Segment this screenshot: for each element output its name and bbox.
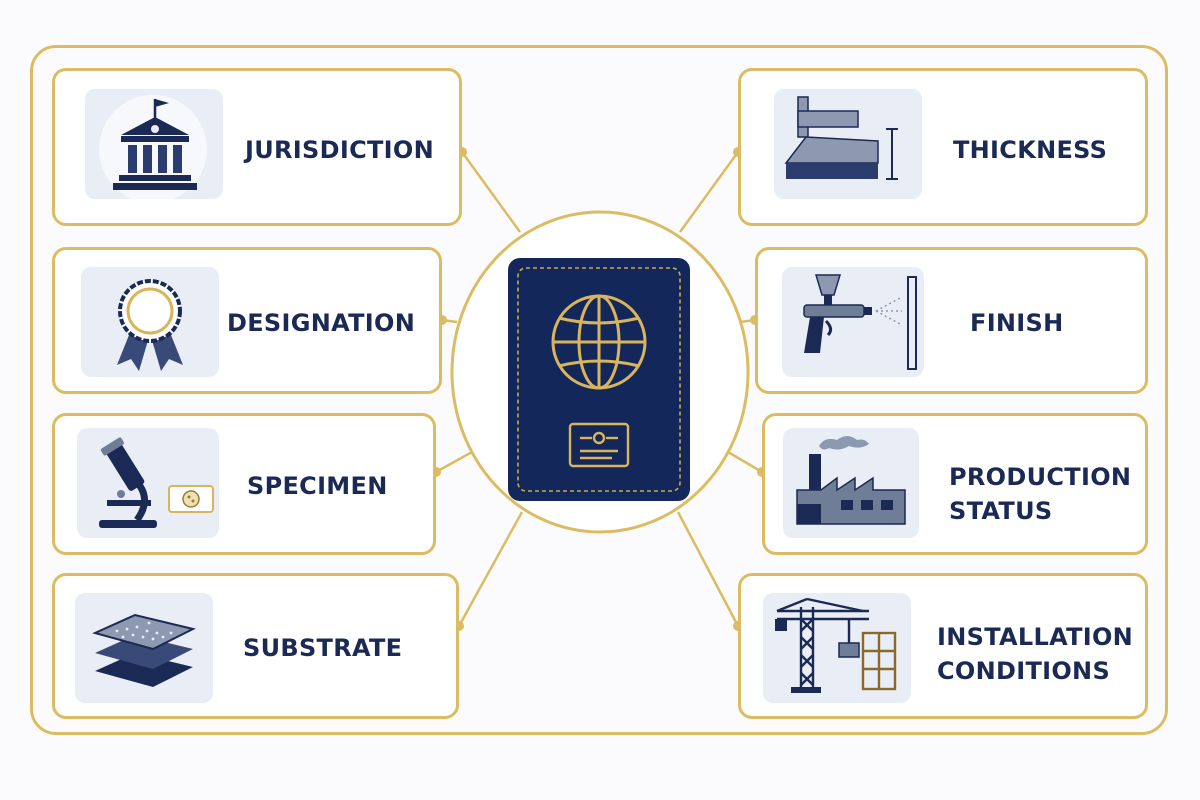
crane-icon (763, 593, 911, 703)
label-jurisdiction: JURISDICTION (245, 136, 434, 164)
card-thickness[interactable]: THICKNESS (738, 68, 1148, 226)
card-production-status[interactable]: PRODUCTION STATUS (762, 413, 1148, 555)
connector-specimen (435, 450, 473, 474)
connector-installation (676, 511, 740, 627)
label-substrate: SUBSTRATE (243, 634, 403, 662)
spray-gun-icon (782, 267, 924, 377)
label-installation-conditions: INSTALLATION CONDITIONS (937, 623, 1134, 685)
card-designation[interactable]: DESIGNATION (52, 247, 442, 394)
label-production-status: PRODUCTION STATUS (949, 463, 1132, 525)
award-ribbon-icon (81, 267, 219, 377)
connector-production-status (727, 450, 763, 474)
connector-substrate (457, 511, 524, 627)
card-specimen[interactable]: SPECIMEN (52, 413, 436, 555)
card-finish[interactable]: FINISH (755, 247, 1148, 394)
connector-jurisdiction (460, 151, 522, 233)
card-installation-conditions[interactable]: INSTALLATION CONDITIONS (738, 573, 1148, 719)
globe-icon (551, 294, 647, 390)
id-card-icon (568, 422, 630, 468)
card-substrate[interactable]: SUBSTRATE (52, 573, 459, 719)
layers-icon (75, 593, 213, 703)
card-jurisdiction[interactable]: JURISDICTION (52, 68, 462, 226)
label-thickness: THICKNESS (953, 136, 1108, 164)
label-finish: FINISH (970, 309, 1064, 337)
factory-icon (783, 428, 919, 538)
connector-thickness (678, 151, 740, 233)
label-specimen: SPECIMEN (247, 472, 388, 500)
outer-frame (30, 45, 1168, 735)
microscope-icon (77, 428, 219, 538)
label-designation: DESIGNATION (227, 309, 416, 337)
courthouse-icon (85, 89, 223, 199)
caliper-icon (774, 89, 922, 199)
passport-icon (508, 258, 690, 501)
